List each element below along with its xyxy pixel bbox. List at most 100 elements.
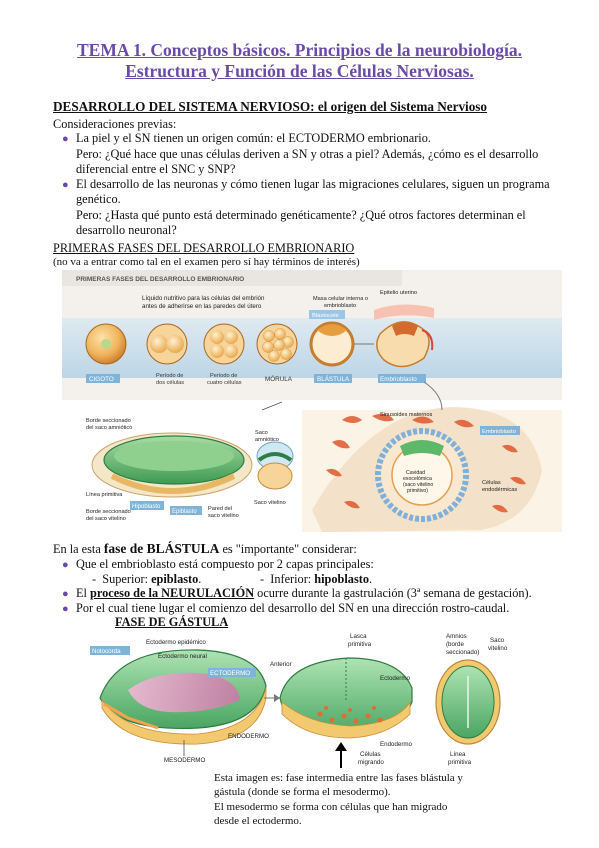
bullet2-line4: desarrollo neuronal?: [76, 223, 177, 237]
border-yolk-label-1: Borde seccionado: [86, 509, 131, 515]
saco-vitelino-label-2: vitelino: [488, 645, 508, 652]
caption-line-4: desde el ectodermo.: [214, 814, 302, 827]
section-note: (no va a entrar como tal en el examen pe…: [53, 256, 360, 268]
epiblasto-item-value: epiblasto: [151, 572, 199, 586]
migrating-label-2: migrando: [358, 759, 384, 766]
cavity-label-2: exocelómica: [403, 476, 432, 482]
gastrula-figure: Notocorda Ectodermo epidémico Ectodermo …: [88, 628, 513, 768]
yolk-wall-label-2: saco vitelino: [208, 513, 239, 519]
hipoblasto-label: Hipoblasto: [132, 504, 161, 510]
lasca-label-1: Lasca: [350, 633, 367, 640]
blastula-stage: [309, 321, 355, 367]
endodermal-label-2: endodérmicas: [482, 487, 517, 493]
embryo-development-figure: PRIMERAS FASES DEL DESARROLLO EMBRIONARI…: [62, 270, 562, 532]
four-cells-label-1: Período de: [210, 373, 237, 379]
caption-line-2: gástula (donde se forma el mesodermo).: [214, 786, 391, 799]
bullet1-line1: La piel y el SN tienen un origen común: …: [76, 131, 431, 145]
embrioblasto-label-2: Embrioblasto: [482, 429, 516, 435]
inner-mass-label-2: embrioblasto: [324, 303, 356, 309]
amnios-label-2: (borde: [446, 641, 464, 648]
intro-text: Consideraciones previas:: [53, 117, 177, 131]
anterior-label: Anterior: [270, 661, 292, 668]
blastula-bullet-3: Por el cual tiene lugar el comienzo del …: [76, 601, 510, 615]
endodermo-label-2: Endodermo: [380, 741, 413, 748]
blastula-intro-post: es "importante" considerar:: [219, 542, 357, 556]
bullet-icon: ●: [62, 179, 69, 191]
ectodermo-tag: ECTODERMO: [210, 670, 250, 677]
yolk-wall-label-1: Pared del: [208, 506, 232, 512]
bullet2-line1: El desarrollo de las neuronas y cómo tie…: [76, 177, 550, 191]
blastula-bullet-2-pre: El: [76, 586, 91, 600]
notocorda-label: Notocorda: [92, 648, 121, 655]
title-line-1: TEMA 1. Conceptos básicos. Principios de…: [77, 40, 522, 60]
bullet-icon: ●: [62, 559, 69, 571]
hipoblasto-item-value: hipoblasto: [314, 572, 369, 586]
epiblasto-label: Epiblasto: [172, 509, 197, 515]
stage-morula: MÓRULA: [265, 374, 293, 383]
hipoblasto-item-label: Inferior:: [270, 572, 315, 586]
liquid-note-line-1: Líquido nutritivo para las células del e…: [142, 295, 265, 302]
two-cells-label-1: Período de: [156, 373, 183, 379]
blastula-bullet-2-post: ocurre durante la gastrulación (3ª seman…: [254, 586, 532, 600]
bullet-icon: ●: [62, 603, 69, 615]
gastrula-illustration: Notocorda Ectodermo epidémico Ectodermo …: [90, 633, 508, 766]
inner-mass-label-1: Masa celular interna o: [313, 296, 368, 302]
stage-embrioblasto: Embrioblasto: [380, 376, 417, 383]
bullet2-line3: Pero: ¿Hasta qué punto está determinado …: [76, 208, 526, 222]
title-line-2: Estructura y Función de las Células Nerv…: [125, 61, 474, 82]
embryo-development-illustration: PRIMERAS FASES DEL DESARROLLO EMBRIONARI…: [62, 270, 562, 532]
amniotic-sac-label-1: Saco: [255, 430, 268, 436]
endodermal-label-1: Células: [482, 480, 501, 486]
linea-label-1: Línea: [450, 751, 466, 758]
stage-cigoto: CIGOTO: [89, 376, 114, 383]
blastula-intro-pre: En la esta: [53, 542, 104, 556]
yolk-sac-label: Saco vitelino: [254, 500, 286, 506]
border-amnio-label-2: del saco amniótico: [86, 425, 132, 431]
bullet-icon: ●: [62, 588, 69, 600]
amnios-label-3: seccionado): [446, 649, 479, 656]
blastula-bullet-1: Que el embrioblasto está compuesto por 2…: [76, 557, 374, 571]
amnios-label-1: Amnios: [446, 633, 467, 640]
caption-line-1: Esta imagen es: fase intermedia entre la…: [214, 772, 463, 784]
caption-line-3: El mesodermo se forma con células que ha…: [214, 800, 448, 813]
neurulacion-link: proceso de la NEURULACIÓN: [90, 586, 255, 600]
yolk-sac: [257, 462, 293, 490]
saco-vitelino-label-1: Saco: [490, 637, 505, 644]
blastula-intro-bold: fase de BLÁSTULA: [103, 541, 220, 556]
ectodermo-label: Ectodermo: [380, 675, 410, 682]
bullet1-line2: Pero: ¿Qué hace que unas células deriven…: [76, 147, 539, 161]
section-heading-primeras-fases: PRIMERAS FASES DEL DESARROLLO EMBRIONARI…: [53, 241, 355, 255]
liquid-note-line-2: antes de adherirse en las paredes del út…: [142, 303, 262, 310]
migrating-label-1: Células: [360, 751, 381, 758]
amniotic-sac-label-2: amniótico: [255, 437, 279, 443]
endodermo-label: ENDODERMO: [228, 733, 269, 740]
bullet-icon: ●: [62, 133, 69, 145]
four-cell-stage: [203, 323, 245, 365]
cavity-label-3: (saco vitelino: [403, 482, 433, 488]
gastrula-heading: FASE DE GÁSTULA: [115, 615, 229, 629]
cavity-label-4: primitivo): [407, 488, 428, 494]
blastula-intro: En la esta fase de BLÁSTULA es "importan…: [53, 541, 357, 557]
ecto-epid-label: Ectodermo epidémico: [146, 639, 206, 646]
figure-caption: Esta imagen es: fase intermedia entre la…: [214, 771, 514, 828]
blastocele-label: Blastocele: [312, 313, 339, 319]
figure-header: PRIMERAS FASES DEL DESARROLLO EMBRIONARI…: [76, 276, 244, 283]
uterine-epithelium-label: Epitelio uterino: [380, 290, 417, 296]
border-yolk-label-2: del saco vitelino: [86, 516, 126, 522]
section-heading-desarrollo: DESARROLLO DEL SISTEMA NERVIOSO: el orig…: [53, 99, 488, 114]
hipoblasto-item: - Inferior: hipoblasto.: [260, 572, 373, 586]
two-cells-label-2: dos células: [156, 380, 184, 386]
document-title: TEMA 1. Conceptos básicos. Principios de…: [20, 40, 579, 83]
maternal-sinusoids-label: Sinusoides maternos: [380, 412, 432, 418]
bullet1-line3: diferencial entre el SNC y SNP?: [76, 162, 236, 176]
four-cells-label-2: cuatro células: [207, 380, 242, 386]
linea-label-2: primitiva: [448, 759, 472, 766]
epiblasto-item: - Superior: epiblasto.: [92, 572, 202, 586]
arrow-up-icon: [335, 742, 347, 768]
primitive-line-label: Línea primitiva: [86, 492, 123, 498]
bullet2-line2: genético.: [76, 192, 121, 206]
ecto-neural-label: Ectodermo neural: [158, 653, 207, 660]
cavity-label-1: Cavidad: [406, 470, 425, 476]
blastula-bullet-2: El proceso de la NEURULACIÓN ocurre dura…: [76, 586, 532, 601]
lasca-label-2: primitiva: [348, 641, 372, 648]
